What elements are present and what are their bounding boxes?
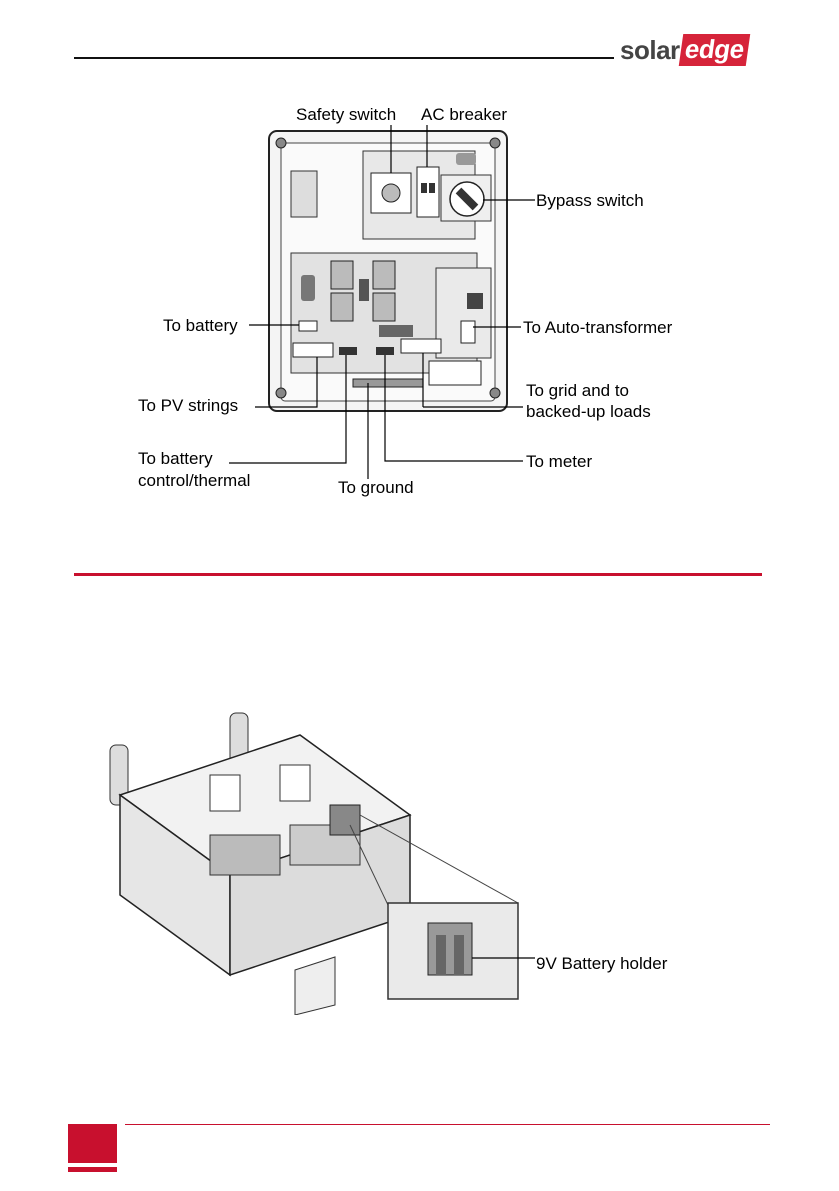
ac-breaker — [417, 167, 439, 217]
safety-switch-knob — [382, 184, 400, 202]
label-battery-holder: 9V Battery holder — [536, 954, 668, 973]
logo-solar-text: solar — [620, 35, 680, 66]
label-to-grid-line1: To grid and to — [526, 381, 629, 400]
corner-bolt — [490, 138, 500, 148]
switch-module — [280, 765, 310, 801]
left-bracket — [291, 171, 317, 217]
label-to-battery-control-line2: control/thermal — [138, 471, 250, 490]
grid-terminal — [401, 339, 441, 353]
warning-label — [429, 361, 481, 385]
corner-bolt — [490, 388, 500, 398]
auto-transformer-terminal — [461, 321, 475, 343]
board-area — [210, 835, 280, 875]
battery-holder-clip — [454, 935, 464, 975]
battery-control-connector — [339, 347, 357, 355]
battery-holder-clip — [436, 935, 446, 975]
meter-connector — [376, 347, 394, 355]
component — [359, 279, 369, 301]
section-rule — [74, 573, 762, 576]
capacitor — [301, 275, 315, 301]
label-to-grid-line2: backed-up loads — [526, 402, 651, 421]
battery-holder-zoomed — [428, 923, 472, 975]
switch-module — [210, 775, 240, 811]
inductor — [373, 293, 395, 321]
pv-terminal — [293, 343, 333, 357]
breaker-toggle — [429, 183, 435, 193]
battery-terminal — [299, 321, 317, 331]
label-to-meter: To meter — [526, 452, 592, 471]
solaredge-logo: solar edge — [620, 34, 747, 66]
enclosure-front-diagram: Safety switch AC breaker Bypass switch T… — [131, 93, 704, 505]
ground-bar — [353, 379, 423, 387]
breaker-toggle — [421, 183, 427, 193]
footer-rule — [125, 1124, 770, 1125]
corner-bolt — [276, 388, 286, 398]
footer-page-bar — [68, 1167, 117, 1172]
label-to-ground: To ground — [338, 478, 414, 497]
component — [379, 325, 413, 337]
gland — [456, 153, 476, 165]
label-to-battery: To battery — [163, 316, 238, 335]
side-board — [436, 268, 491, 358]
inductor — [331, 261, 353, 289]
label-to-pv-strings: To PV strings — [138, 396, 238, 415]
label-to-battery-control-line1: To battery — [138, 449, 213, 468]
label-to-auto-transformer: To Auto-transformer — [523, 318, 673, 337]
label-ac-breaker: AC breaker — [421, 105, 507, 124]
label-bypass-switch: Bypass switch — [536, 191, 644, 210]
label-safety-switch: Safety switch — [296, 105, 396, 124]
corner-bolt — [276, 138, 286, 148]
header-rule — [74, 57, 614, 59]
enclosure-isometric-diagram: 9V Battery holder — [80, 705, 751, 1015]
battery-holder-small — [330, 805, 360, 835]
footer-page-box — [68, 1124, 117, 1163]
logo-edge-text: edge — [678, 34, 749, 66]
component — [467, 293, 483, 309]
mounting-bracket — [295, 957, 335, 1015]
inductor — [331, 293, 353, 321]
inductor — [373, 261, 395, 289]
